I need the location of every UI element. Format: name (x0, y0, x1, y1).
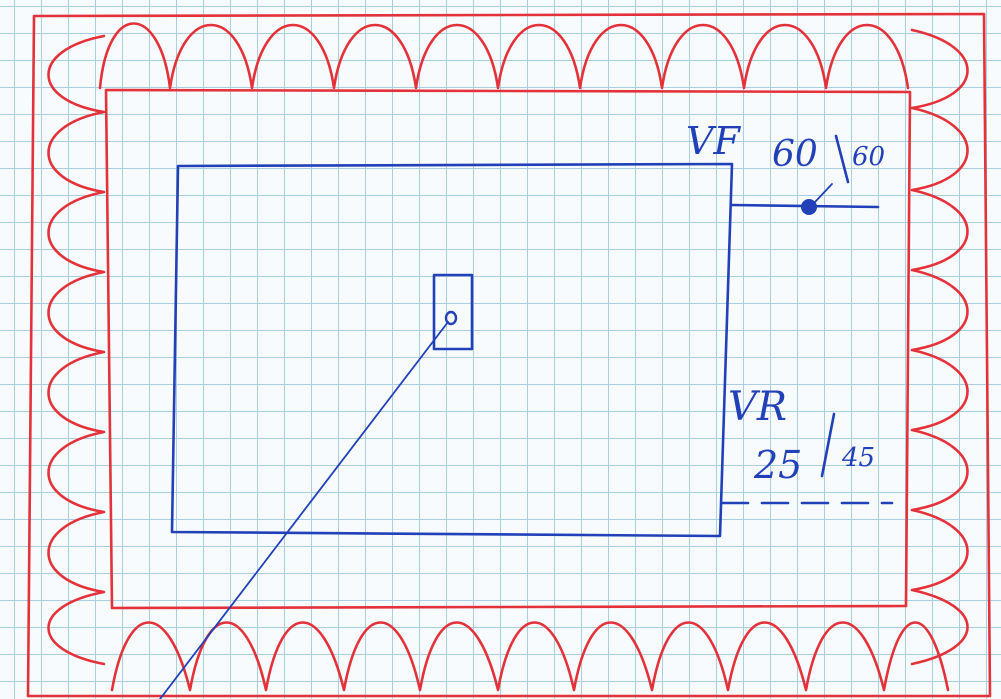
vr-ratio-slash (820, 412, 836, 478)
right-wavy-border (910, 28, 969, 666)
vr-label: VR (728, 384, 787, 430)
vr-ratio-denominator: 45 (841, 443, 875, 473)
vf-label: VF (686, 119, 741, 163)
component-dot (444, 310, 458, 326)
blue-rectangle (170, 162, 734, 538)
outer-frame (26, 12, 992, 698)
vf-marker-dot (801, 199, 817, 215)
vr-ratio-numerator: 25 (753, 443, 802, 487)
vf-pointer-line (814, 183, 833, 203)
vf-ratio-slash (834, 134, 850, 184)
top-wavy-border (98, 22, 910, 90)
bottom-wavy-border (110, 621, 950, 692)
inner-frame (104, 88, 912, 610)
diagonal-leader-line (159, 321, 449, 699)
vf-ratio-denominator: 60 (852, 142, 885, 172)
vf-ratio-numerator: 60 (772, 134, 818, 175)
left-wavy-border (47, 34, 106, 666)
small-component-box (432, 273, 474, 351)
